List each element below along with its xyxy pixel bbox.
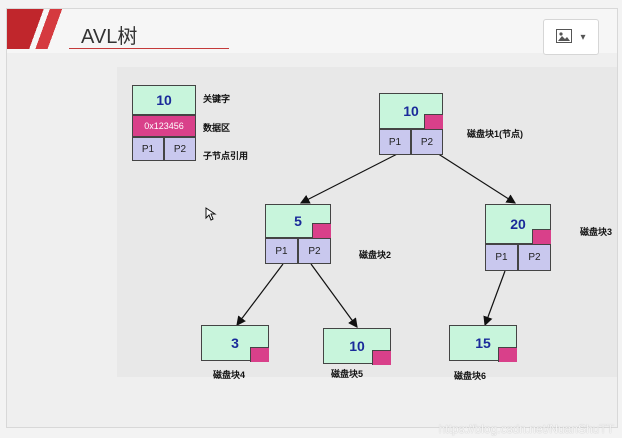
node-3-label: 磁盘块3 bbox=[580, 227, 613, 237]
node-data-marker bbox=[498, 347, 517, 362]
node-data-marker bbox=[250, 347, 269, 362]
image-icon bbox=[556, 28, 573, 46]
node-data-marker bbox=[372, 350, 391, 365]
edge-2-5 bbox=[310, 263, 358, 328]
diagram-canvas: 10 0x123456 P1 P2 关键字 数据区 子节点引用 10 P1 P2… bbox=[117, 67, 617, 381]
node-p2: P2 bbox=[411, 129, 443, 155]
node-6-label: 磁盘块6 bbox=[454, 371, 487, 381]
node-key: 3 bbox=[201, 325, 269, 361]
legend-p2-cell: P2 bbox=[164, 137, 196, 161]
legend-data-cell: 0x123456 bbox=[132, 115, 196, 137]
node-data-marker bbox=[424, 114, 443, 129]
watermark: https://blog.csdn.net/NuanShuTT bbox=[438, 422, 614, 436]
node-4-label: 磁盘块4 bbox=[213, 370, 246, 380]
title-accent-stripe bbox=[7, 9, 69, 49]
node-data-marker bbox=[312, 223, 331, 238]
edge-2-4 bbox=[236, 263, 284, 326]
node-data-marker bbox=[532, 229, 551, 244]
legend-data-label: 数据区 bbox=[203, 123, 231, 133]
title-underline bbox=[69, 48, 229, 49]
legend-pointer-label: 子节点引用 bbox=[203, 151, 249, 161]
legend-p1-cell: P1 bbox=[132, 137, 164, 161]
tree-edges bbox=[236, 147, 517, 328]
node-2-label: 磁盘块2 bbox=[359, 250, 392, 260]
mouse-cursor-icon bbox=[205, 207, 217, 226]
node-p2: P2 bbox=[518, 244, 551, 271]
edge-1-2 bbox=[299, 147, 410, 204]
slide-frame: AVL树 ▾ 10 bbox=[6, 8, 618, 428]
legend-key-label: 关键字 bbox=[203, 94, 231, 104]
page-title: AVL树 bbox=[81, 26, 138, 48]
node-1-label: 磁盘块1(节点) bbox=[467, 129, 523, 139]
node-5-label: 磁盘块5 bbox=[331, 369, 364, 379]
node-p1: P1 bbox=[379, 129, 411, 155]
edge-3-6 bbox=[483, 270, 506, 327]
edge-1-3 bbox=[428, 147, 517, 204]
node-p1: P1 bbox=[485, 244, 518, 271]
image-options-button[interactable]: ▾ bbox=[543, 19, 599, 55]
title-bar: AVL树 ▾ bbox=[7, 9, 617, 55]
node-key: 10 bbox=[379, 93, 443, 129]
node-p2: P2 bbox=[298, 238, 331, 264]
legend-key-cell: 10 bbox=[132, 85, 196, 115]
chevron-down-icon: ▾ bbox=[580, 31, 586, 43]
node-p1: P1 bbox=[265, 238, 298, 264]
